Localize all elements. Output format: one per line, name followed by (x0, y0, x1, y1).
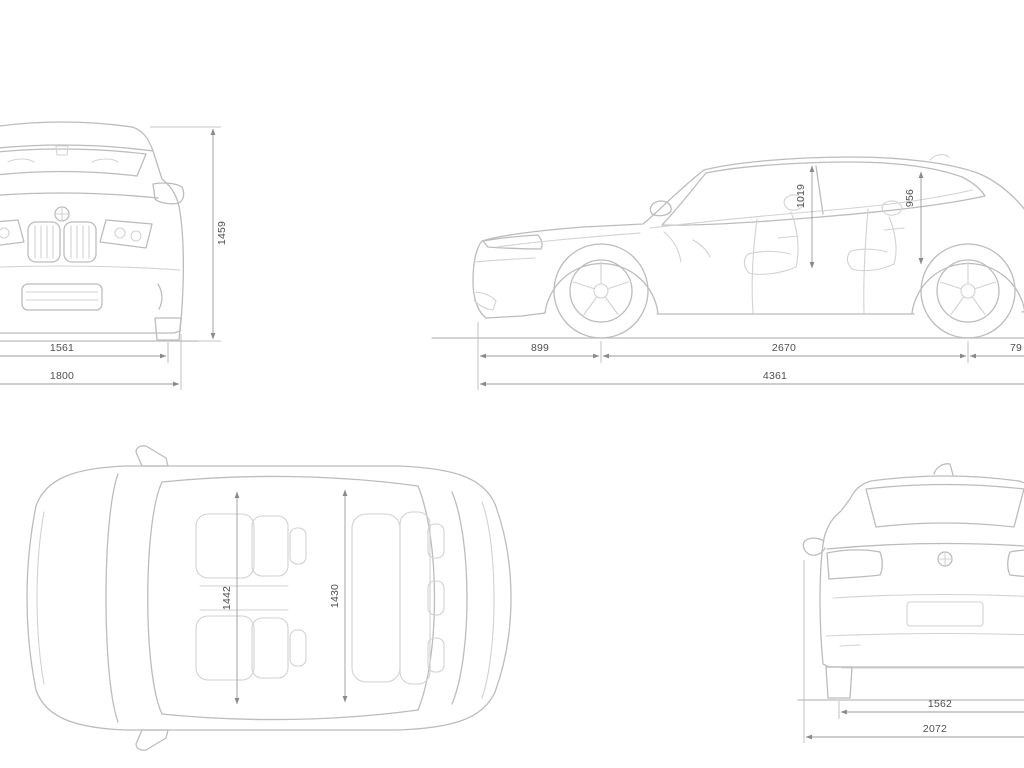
windshield-top-arc (147, 481, 163, 715)
beltline (649, 189, 973, 229)
side-interior-sketch (663, 194, 903, 275)
wheelbase-label: 2670 (772, 342, 796, 354)
right-mirror (152, 182, 185, 205)
side-view: 1019 956 899 2670 79 4361 (431, 154, 1024, 390)
bumper-crease (0, 265, 181, 271)
front-body-outline (0, 121, 185, 334)
interior-mirror (55, 145, 69, 156)
kidney-grille (27, 221, 97, 263)
rear-glass-rear-arc (451, 491, 468, 705)
rear-glass-front-arc (417, 485, 436, 711)
top-body-outline (26, 465, 512, 731)
b-pillar (815, 165, 824, 215)
door-lines (751, 208, 869, 314)
rear-shoulder-line (826, 542, 1024, 550)
rear-wheel (920, 243, 1016, 339)
top-dim-shoulder-rear: 1430 (329, 489, 348, 703)
roof-fin-antenna (929, 154, 950, 161)
front-height-label: 1459 (216, 221, 228, 245)
side-dim-length: 4361 (479, 370, 1024, 387)
front-windshield (0, 148, 147, 177)
front-dim-track: 1561 (0, 342, 169, 363)
front-bumper-intakes (21, 283, 163, 311)
front-dim-width: 1800 (0, 334, 182, 390)
rear-seat (846, 200, 903, 272)
rear-bumper-crease (825, 632, 1024, 637)
side-mirror (649, 200, 672, 217)
rear-body-outline (819, 475, 1024, 668)
rear-left-tire (825, 666, 853, 699)
rear-bmw-roundel-icon (937, 551, 953, 567)
rear-dim-width-mirrors: 2072 (803, 560, 1024, 743)
rear-width-label: 2072 (923, 723, 947, 735)
bmw-roundel-icon (54, 206, 70, 222)
rear-track-label: 1562 (928, 698, 952, 710)
headroom-front-label: 1019 (795, 184, 807, 208)
rear-window (865, 483, 1024, 528)
front-headrests-through-glass (7, 158, 119, 163)
top-dim-shoulder-front: 1442 (221, 491, 240, 705)
front-bumper-lines (473, 257, 536, 311)
roof-side-lines (161, 475, 419, 721)
side-car-drawing (431, 154, 1024, 339)
top-view: 1442 1430 (26, 445, 512, 751)
hatch-edge-arc (481, 501, 495, 699)
rear-dim-track: 1562 (838, 698, 1024, 719)
door-handles (777, 227, 905, 239)
side-body-outline (472, 156, 1024, 319)
length-label: 4361 (763, 370, 787, 382)
rear-overhang-label: 79 (1010, 342, 1022, 354)
hood-contour (36, 511, 45, 685)
front-car-drawing (0, 121, 199, 342)
side-dim-headroom-rear: 956 (904, 171, 924, 265)
side-rocker (485, 311, 1024, 319)
front-wheel (553, 243, 649, 339)
top-rear-bench (351, 511, 445, 685)
rear-reflectors (839, 644, 861, 647)
front-width-label: 1800 (50, 370, 74, 382)
side-dim-overhangs-wheelbase: 899 2670 79 (477, 322, 1024, 390)
side-glasshouse (661, 161, 986, 226)
hood-crease (0, 192, 159, 199)
rear-taillights (826, 549, 1024, 580)
top-front-seats (195, 513, 307, 681)
rear-view: 1562 2072 (797, 463, 1024, 743)
front-view: 1459 1561 1800 (0, 121, 228, 390)
front-overhang-label: 899 (531, 342, 549, 354)
side-dim-headroom-front: 1019 (795, 165, 815, 269)
front-right-tire (154, 317, 182, 341)
side-headlight (482, 234, 543, 250)
rear-fin-antenna (933, 463, 954, 476)
rear-left-mirror (802, 537, 826, 556)
top-mirror-lower (135, 729, 169, 751)
shoulder-front-label: 1442 (221, 586, 233, 610)
front-headlights (0, 219, 153, 249)
rear-car-drawing (797, 463, 1024, 701)
trunk-bottom-edge (832, 593, 1024, 599)
front-seat (743, 194, 805, 275)
top-mirror-upper (135, 445, 169, 467)
hood-shutline (496, 232, 641, 248)
windshield-cowl-arc (105, 473, 119, 723)
headroom-rear-label: 956 (904, 189, 916, 207)
front-track-label: 1561 (50, 342, 74, 354)
front-pillar-arc (0, 144, 154, 152)
shoulder-rear-label: 1430 (329, 584, 341, 608)
front-dim-height: 1459 (150, 126, 228, 342)
top-car-drawing (26, 445, 512, 751)
license-plate-recess (906, 601, 984, 627)
